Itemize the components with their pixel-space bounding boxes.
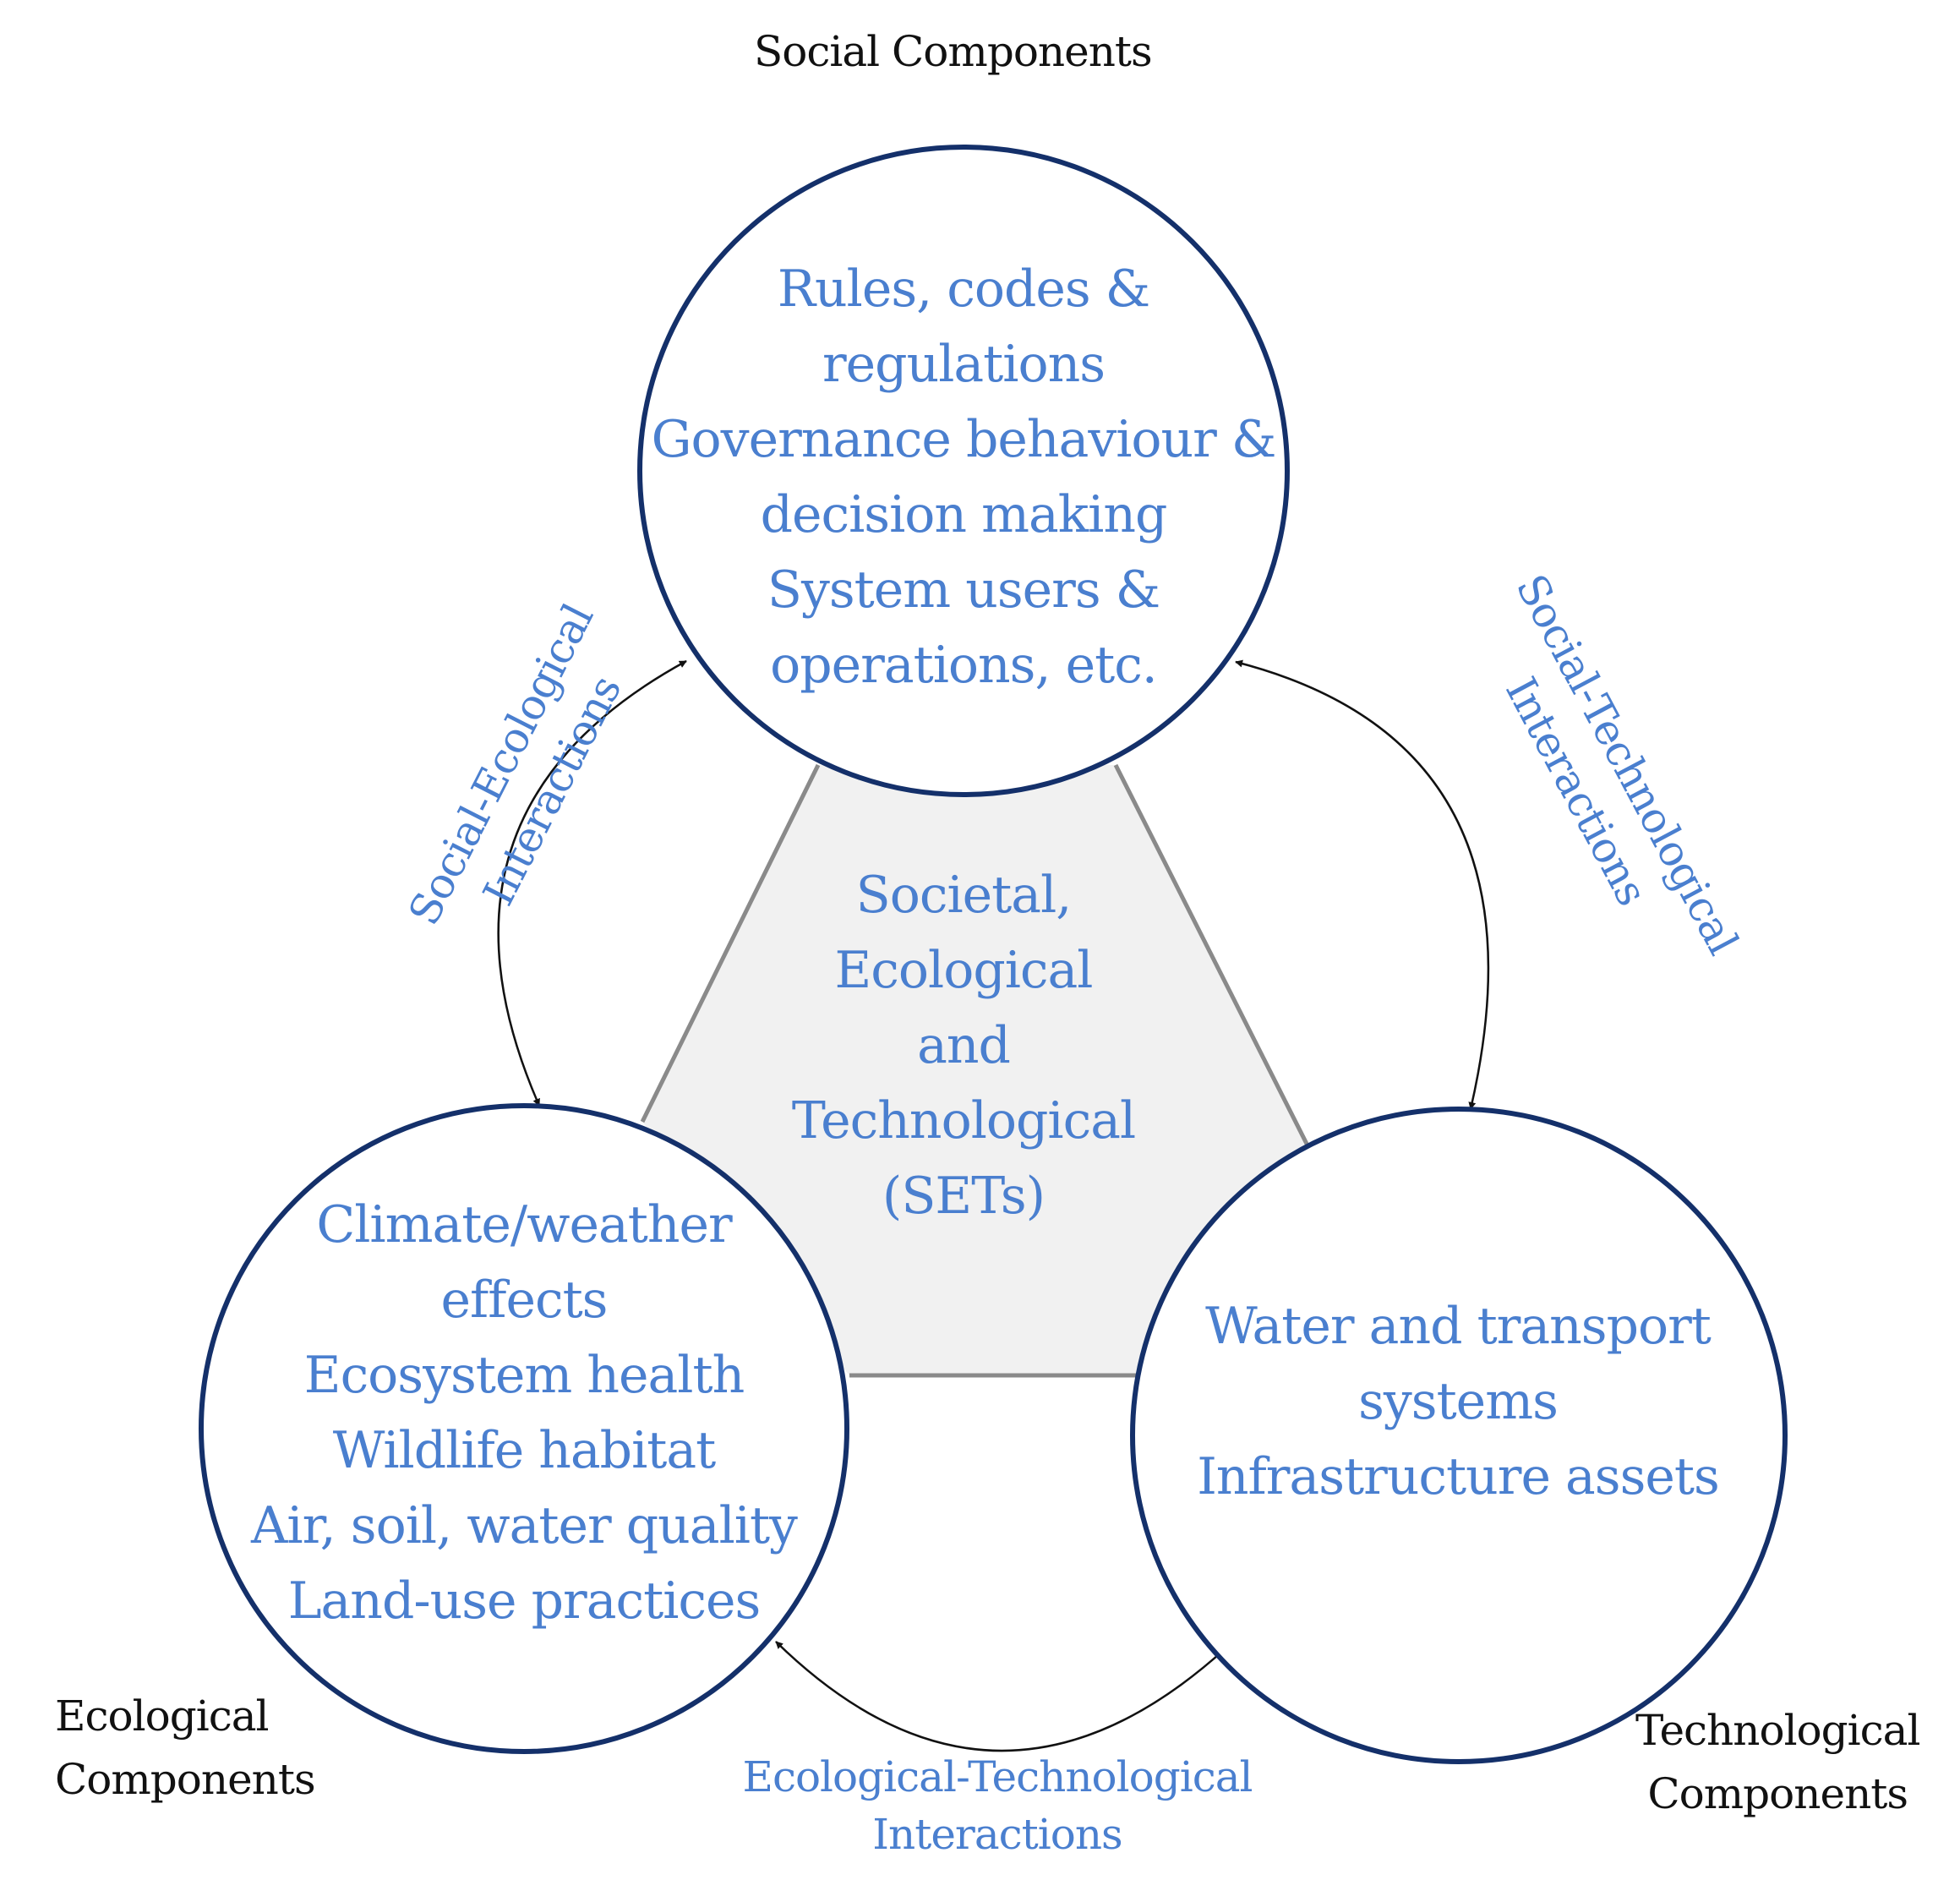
- ecological-item: effects: [440, 1271, 609, 1330]
- technological-circle: [1130, 1107, 1788, 1764]
- technological-item: systems: [1358, 1372, 1559, 1431]
- social-item: operations, etc.: [770, 636, 1158, 695]
- ecological-item: Wildlife habitat: [332, 1421, 717, 1480]
- ecological-items: Climate/weather effects Ecosystem health…: [216, 1188, 833, 1639]
- interaction-label-line: Interactions: [872, 1810, 1122, 1859]
- ecological-item: Ecosystem health: [303, 1346, 745, 1405]
- social-components-title: Social Components: [754, 27, 1153, 76]
- social-item: Rules, codes &: [777, 260, 1150, 319]
- sets-triangle: [642, 765, 1308, 1375]
- ecological-title-line: Ecological: [55, 1692, 269, 1741]
- ecological-technological-arrow: [775, 1641, 1226, 1752]
- sets-line: Technological: [791, 1091, 1136, 1150]
- social-technological-arrow: [1235, 659, 1490, 1110]
- ecological-technological-label: Ecological-Technological Interactions: [702, 1748, 1293, 1863]
- ecological-item: Land-use practices: [287, 1571, 762, 1631]
- social-circle: [637, 145, 1290, 797]
- ecological-item: Air, soil, water quality: [251, 1496, 798, 1555]
- sets-line: (SETs): [882, 1167, 1046, 1226]
- social-item: decision making: [760, 485, 1168, 544]
- sets-line: Societal,: [855, 866, 1073, 925]
- social-item: regulations: [822, 335, 1106, 394]
- social-item: Governance behaviour &: [651, 410, 1277, 469]
- technological-components-title: Technological Components: [1635, 1699, 1920, 1826]
- interaction-label-line: Ecological-Technological: [742, 1752, 1253, 1801]
- social-ecological-arrow: [497, 659, 687, 1107]
- ecological-circle: [199, 1103, 849, 1754]
- ecological-components-title: Ecological Components: [55, 1685, 316, 1812]
- social-items: Rules, codes & regulations Governance be…: [625, 252, 1302, 703]
- technological-title-line: Components: [1647, 1769, 1908, 1818]
- sets-line: and: [917, 1016, 1011, 1075]
- technological-item: Water and transport: [1205, 1297, 1712, 1356]
- sets-center-text: Societal, Ecological and Technological (…: [752, 858, 1175, 1234]
- sets-line: Ecological: [834, 941, 1094, 1000]
- technological-title-line: Technological: [1635, 1706, 1920, 1755]
- ecological-item: Climate/weather: [316, 1195, 732, 1254]
- technological-items: Water and transport systems Infrastructu…: [1171, 1289, 1745, 1515]
- ecological-title-line: Components: [55, 1755, 316, 1804]
- social-item: System users &: [767, 560, 1160, 620]
- technological-item: Infrastructure assets: [1197, 1447, 1720, 1506]
